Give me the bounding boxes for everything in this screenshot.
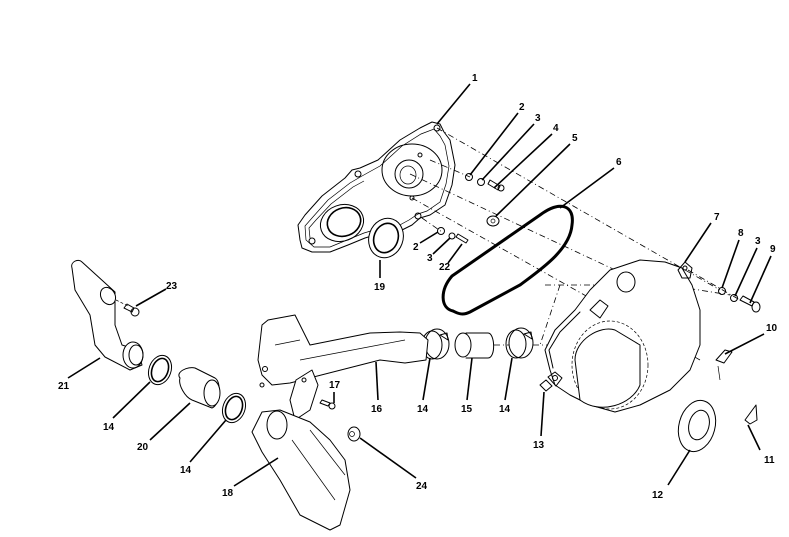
plate-part-11: [744, 404, 758, 425]
clamp-part-14-left: [147, 354, 173, 386]
bracket-part-10: [715, 349, 733, 381]
screw-part-17: [319, 399, 336, 410]
fastener-set-right: [687, 269, 761, 313]
duct-part-15: [454, 332, 495, 359]
callout-label-part-14: 14: [103, 422, 115, 433]
tube-part-20: [178, 367, 221, 409]
callout-label-part-13: 13: [533, 440, 545, 451]
callout-label-part-3: 3: [535, 113, 541, 124]
callout-label-part-23: 23: [166, 281, 178, 292]
clamp-part-14-center-right: [505, 327, 534, 359]
callout-label-part-7: 7: [714, 212, 720, 223]
callout-label-part-17: 17: [329, 380, 341, 391]
intake-duct-part-16: [257, 314, 429, 421]
callout-label-part-22: 22: [439, 262, 451, 273]
callout-label-part-1: 1: [472, 73, 478, 84]
cap-part-24: [347, 426, 361, 442]
washer-part-12: [677, 399, 717, 453]
callout-label-part-10: 10: [766, 323, 778, 334]
callout-label-part-18: 18: [222, 488, 234, 499]
callout-label-part-19: 19: [374, 282, 386, 293]
callout-label-part-5: 5: [572, 133, 578, 144]
fastener-set-lower: [421, 217, 469, 244]
intake-duct-part-21: [71, 259, 144, 371]
callout-label-part-3: 3: [755, 236, 761, 247]
callout-label-part-15: 15: [461, 404, 473, 415]
callout-label-part-14: 14: [417, 404, 429, 415]
callout-label-part-16: 16: [371, 404, 383, 415]
callout-label-part-21: 21: [58, 381, 70, 392]
callout-label-part-14: 14: [180, 465, 192, 476]
screw-part-23: [115, 299, 140, 317]
intake-duct-part-18: [251, 409, 351, 531]
callout-label-part-3: 3: [427, 253, 433, 264]
callout-label-part-4: 4: [553, 123, 559, 134]
callout-label-part-24: 24: [416, 481, 428, 492]
callout-label-part-6: 6: [616, 157, 622, 168]
inner-cover-part-1: [297, 121, 456, 253]
callout-label-part-11: 11: [764, 455, 775, 466]
outer-cover-part-7: [539, 259, 701, 413]
callout-label-part-2: 2: [519, 102, 525, 113]
callout-label-part-20: 20: [137, 442, 149, 453]
callout-label-part-14: 14: [499, 404, 511, 415]
drive-belt-part-6: [441, 204, 574, 316]
seal-part-19: [368, 217, 404, 259]
leader-lines: [67, 83, 772, 487]
callout-label-part-8: 8: [738, 228, 744, 239]
callout-label-part-12: 12: [652, 490, 664, 501]
callout-label-part-9: 9: [770, 244, 776, 255]
clamp-part-14-lower: [221, 392, 247, 424]
callout-label-part-2: 2: [413, 242, 419, 253]
